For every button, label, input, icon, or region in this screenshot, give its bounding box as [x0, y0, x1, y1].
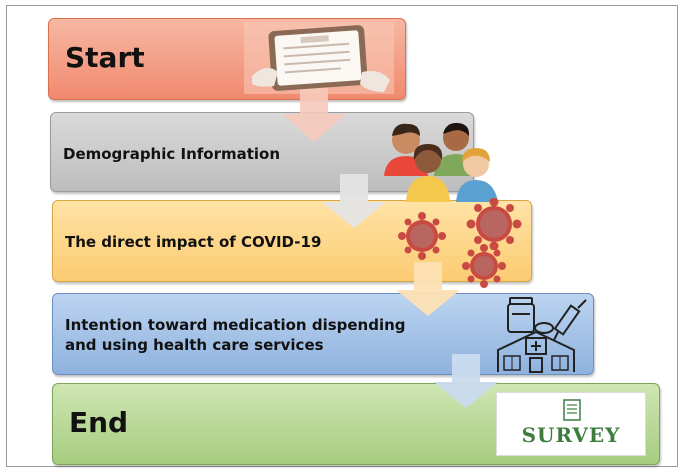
- step-intention-label-line2: and using health care services: [65, 336, 324, 354]
- syringe-icon: [553, 299, 587, 341]
- step-impact-box: The direct impact of COVID-19: [52, 200, 532, 282]
- down-arrow-icon: [396, 262, 460, 316]
- down-arrow-icon: [434, 354, 498, 408]
- step-start-label: Start: [65, 41, 145, 74]
- step-end-label: End: [69, 406, 129, 439]
- step-demographic-label: Demographic Information: [63, 145, 281, 163]
- people-group-icon: [384, 122, 498, 202]
- document-icon: [563, 399, 581, 421]
- survey-label: SURVEY: [521, 423, 621, 447]
- hospital-icon: [497, 330, 575, 373]
- tablet-form-icon: [244, 22, 394, 94]
- step-impact-label: The direct impact of COVID-19: [65, 233, 322, 251]
- step-intention-label-line1: Intention toward medication dispending: [65, 316, 406, 334]
- survey-card: SURVEY: [496, 392, 646, 456]
- diagram-frame: [6, 5, 678, 467]
- down-arrow-icon: [282, 84, 346, 142]
- virus-icon: [466, 198, 522, 250]
- down-arrow-icon: [322, 174, 386, 228]
- medicine-icon: [507, 297, 554, 334]
- virus-icon: [398, 212, 446, 260]
- virus-icon: [462, 244, 506, 288]
